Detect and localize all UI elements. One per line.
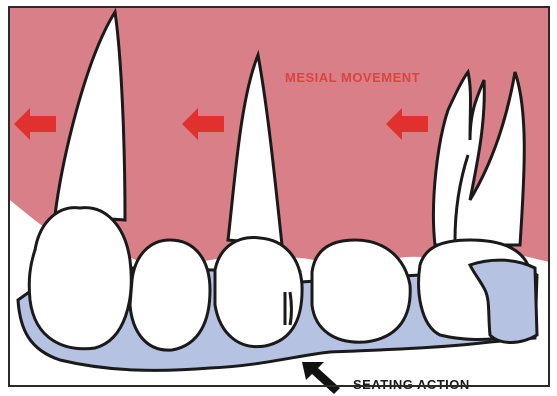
tooth-crown-3 <box>215 237 302 346</box>
seating-action-label: SEATING ACTION <box>353 377 470 392</box>
mesial-movement-label: MESIAL MOVEMENT <box>285 70 420 85</box>
tooth-crown-2 <box>130 240 210 350</box>
tooth-crown-4 <box>312 240 410 342</box>
tooth-crown-1 <box>29 208 131 349</box>
